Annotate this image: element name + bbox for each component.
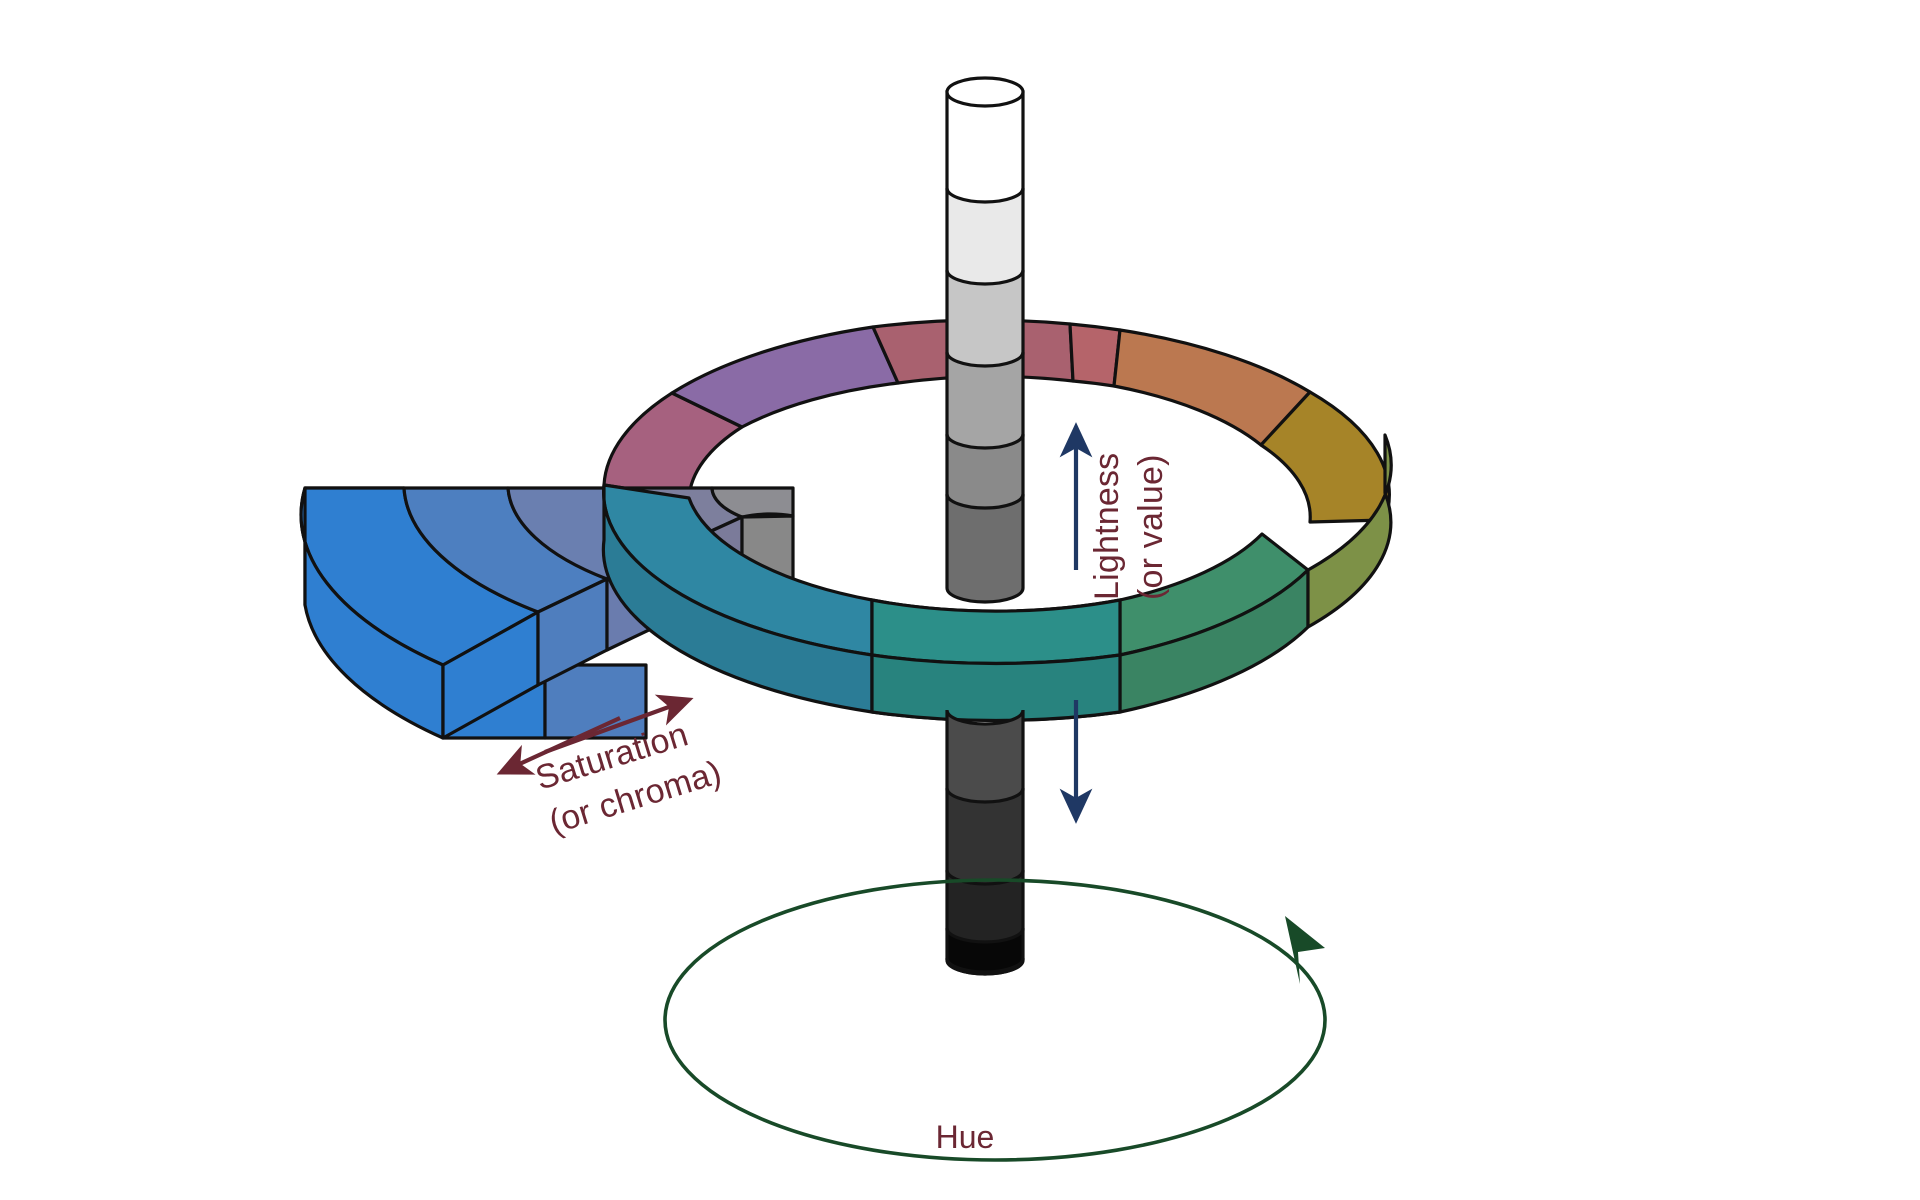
lightness-label-line1: Lightness <box>1088 453 1126 600</box>
hue-orbit-ellipse <box>663 878 1327 1162</box>
axis-band-gray35 <box>945 709 1025 806</box>
axis-band-gray23 <box>945 787 1025 888</box>
axis-band-gray78 <box>945 269 1025 370</box>
lightness-axis-upper <box>945 76 1025 512</box>
saturation-arrow <box>496 694 694 775</box>
hue-label: Hue <box>936 1119 995 1155</box>
axis-top-cap <box>945 76 1025 108</box>
axis-band-gray43 <box>945 493 1025 604</box>
lightness-axis-lower <box>945 493 1025 604</box>
hue-arrowhead <box>1285 916 1325 984</box>
wedge-outer-wall <box>299 486 445 740</box>
axis-band-white <box>945 90 1025 206</box>
saturation-arrow-right <box>544 694 694 754</box>
axis-bottom-cap <box>945 957 1025 976</box>
hue-ring-front-overlap <box>870 598 1122 723</box>
axis-band-gray65 <box>945 351 1025 452</box>
lightness-axis-bottom <box>945 709 1025 976</box>
lightness-label-line2: (or value) <box>1132 454 1170 600</box>
lightness-label: Lightness (or value) <box>1088 453 1170 600</box>
hue-segment-yellowgreen-side <box>1306 433 1393 629</box>
hue-segment-teal-top-overlap <box>870 598 1122 666</box>
hue-segment-red-top <box>1068 322 1122 388</box>
hue-segment-teal-side-overlap <box>870 653 1122 723</box>
hue-orbit <box>663 878 1327 1162</box>
axis-band-gray91 <box>945 187 1025 288</box>
